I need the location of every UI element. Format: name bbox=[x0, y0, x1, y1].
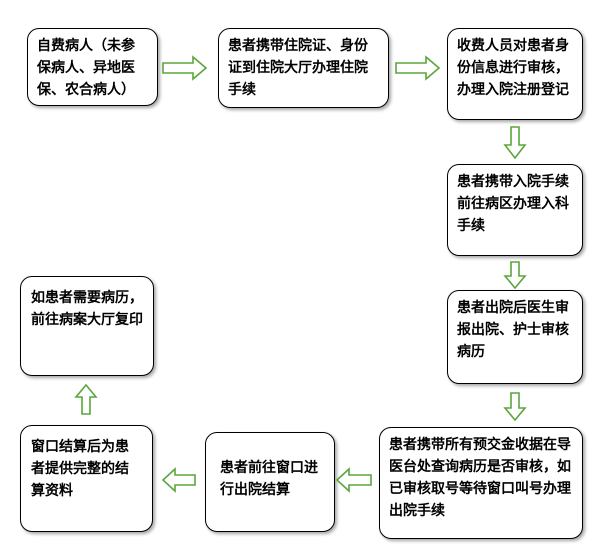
step-5-box: 患者出院后医生审报出院、护士审核病历 bbox=[447, 290, 583, 384]
step-2-box: 患者携带住院证、身份证到住院大厅办理住院手续 bbox=[218, 28, 389, 108]
step-4-box: 患者携带入院手续前往病区办理入科手续 bbox=[447, 164, 583, 256]
arrow-down-1 bbox=[503, 126, 527, 160]
step-9-box: 如患者需要病历，前往病案大厅复印 bbox=[20, 276, 154, 376]
arrow-right-2 bbox=[395, 55, 441, 81]
arrow-up-1 bbox=[74, 383, 98, 415]
arrow-left-1 bbox=[335, 467, 372, 493]
arrow-down-3 bbox=[503, 392, 527, 422]
step-6-box: 患者携带所有预交金收据在导医台处查询病历是否审核，如已审核取号等待窗口叫号办理出… bbox=[379, 427, 583, 539]
arrow-right-1 bbox=[162, 55, 208, 81]
arrow-down-2 bbox=[503, 261, 527, 290]
arrow-left-2 bbox=[161, 467, 196, 493]
step-3-box: 收费人员对患者身份信息进行审核，办理入院注册登记 bbox=[447, 28, 583, 120]
step-1-box: 自费病人（未参保病人、异地医保、农合病人） bbox=[27, 28, 158, 106]
step-7-box: 患者前往窗口进行出院结算 bbox=[205, 432, 335, 532]
step-8-box: 窗口结算后为患者提供完整的结算资料 bbox=[20, 425, 153, 532]
